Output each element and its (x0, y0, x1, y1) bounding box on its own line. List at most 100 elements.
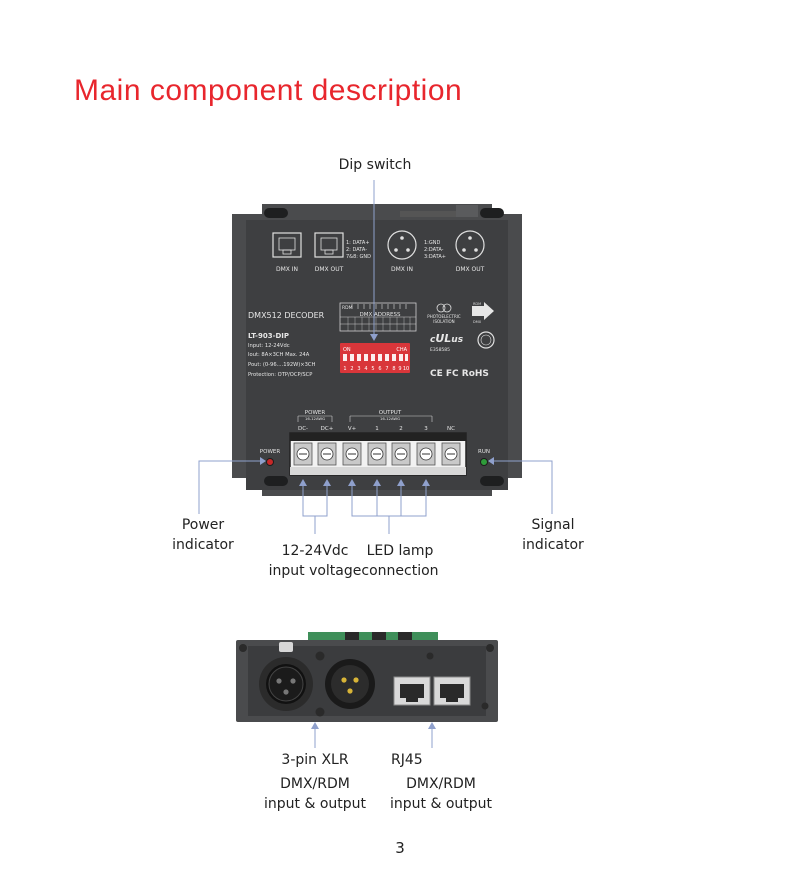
rj45-dmx-out-icon (314, 232, 344, 258)
dip-number: 9 (398, 366, 401, 372)
dmx-arrow-label: DMX (473, 320, 482, 324)
xlr-dmx-out-label: DMX OUT (456, 266, 485, 273)
spec-protection: Protection: OTP/OCP/SCP (248, 372, 312, 378)
xlr-female-connector[interactable] (259, 642, 313, 711)
rdm-label: RDM (342, 305, 353, 311)
dip-on-label: ON (343, 347, 351, 353)
callout-line: DMX/RDM (280, 776, 350, 792)
cert-marks: CE FC RoHS (430, 369, 489, 379)
device-side-view (236, 632, 498, 722)
input-voltage-callout: 12-24Vdc input voltage (255, 541, 375, 581)
signal-indicator-callout: Signal indicator (500, 515, 606, 555)
callout-line: indicator (522, 537, 584, 553)
warranty-badge-icon (477, 331, 495, 349)
spec-input: Input: 12-24Vdc (248, 343, 290, 349)
xlr-dmx-in-label: DMX IN (391, 266, 413, 273)
terminal-label-v-plus: V+ (348, 426, 357, 432)
top-connector-stub (456, 205, 478, 217)
power-led (266, 458, 274, 466)
warranty-badge-inner (480, 334, 492, 346)
dip-number: 7 (385, 366, 388, 372)
xlr-pin-3: 3:DATA+ (424, 254, 446, 260)
dip-number: 4 (364, 366, 367, 372)
callout-line: input & output (389, 796, 492, 812)
terminal-label-nc: NC (447, 426, 455, 432)
rj45-dmx-out-label: DMX OUT (315, 266, 344, 273)
dip-switch-callout: Dip switch (338, 157, 412, 173)
rj45-callout: RJ45 DMX/RDM input & output (376, 750, 506, 814)
output-awg-label: 16-12AWG (380, 416, 400, 421)
terminal-block[interactable] (289, 432, 467, 476)
dip-number: 10 (403, 366, 409, 372)
run-led-label: RUN (478, 449, 490, 455)
dip-switch[interactable] (340, 343, 410, 373)
callout-line: input voltage (268, 563, 362, 579)
dip-number: 1 (343, 366, 346, 372)
device-front-view: DMX IN DMX OUT 1: DATA+ 2: DATA- 7&8: GN… (232, 204, 522, 496)
callout-line: Power (181, 517, 225, 533)
callout-line: indicator (172, 537, 234, 553)
power-led-label: POWER (260, 449, 281, 455)
dip-number: 3 (357, 366, 360, 372)
dip-number: 8 (392, 366, 395, 372)
dip-cha-label: CHA (396, 347, 407, 353)
output-bracket (349, 415, 433, 422)
terminal-label-3: 3 (424, 426, 428, 432)
spec-pout: Pout: (0-96....192W)×3CH (248, 362, 316, 368)
terminal-label-2: 2 (399, 426, 403, 432)
pcb-component (398, 632, 412, 640)
top-edge-detail (400, 211, 456, 217)
dip-number: 5 (371, 366, 374, 372)
mounting-slot (264, 476, 288, 486)
xlr-pin-2: 2:DATA- (424, 247, 444, 253)
rj45-pin-2: 2: DATA- (346, 247, 367, 253)
page-number: 3 (395, 839, 405, 857)
device-model: LT-903-DIP (248, 332, 289, 340)
rdm-arrow-label: RDM (473, 302, 481, 306)
rdm-dmx-arrow-icon (472, 302, 494, 320)
xlr-pin-1: 1:GND (424, 240, 440, 246)
page-title: Main component description (74, 74, 463, 107)
terminal-label-1: 1 (375, 426, 379, 432)
xlr-callout: 3-pin XLR DMX/RDM input & output (250, 750, 380, 814)
xlr-in-icon (387, 230, 417, 260)
power-group-label: POWER (305, 410, 326, 416)
dmx-address-label: DMX ADDRESS (359, 312, 401, 318)
mounting-slot (264, 208, 288, 218)
callout-line: Signal (531, 517, 575, 533)
led-lamp-callout: LED lamp connection (345, 541, 455, 581)
terminal-label-dc-plus: DC+ (321, 426, 334, 432)
run-led (480, 458, 488, 466)
callout-lines-side (311, 722, 436, 748)
mounting-slot (480, 208, 504, 218)
ul-logo: cULus (430, 332, 464, 345)
address-marks (351, 304, 407, 309)
terminal-label-dc-minus: DC- (298, 426, 308, 432)
output-group-label: OUTPUT (379, 410, 402, 416)
photo-isolation-line2: ISOLATION (433, 319, 454, 324)
dmx-address-table (339, 302, 417, 332)
dip-number: 2 (350, 366, 353, 372)
spec-iout: Iout: 8A×3CH Max. 24A (248, 352, 310, 358)
power-indicator-callout: Power indicator (150, 515, 256, 555)
photoelectric-isolation-icon (436, 303, 452, 313)
callout-line: 12-24Vdc (281, 543, 349, 559)
power-awg-label: 16-12AWG (305, 416, 325, 421)
rj45-dmx-in-icon (272, 232, 302, 258)
cert-code: E358585 (430, 347, 450, 353)
rj45-pin-3: 7&8: GND (346, 254, 371, 260)
callout-lines-front (198, 180, 553, 534)
callout-line: RJ45 (391, 752, 423, 768)
pcb-component (372, 632, 386, 640)
callout-line: 3-pin XLR (281, 752, 349, 768)
power-bracket (297, 415, 333, 422)
callout-line: LED lamp (366, 543, 434, 559)
dip-number: 6 (378, 366, 381, 372)
rj45-pin-1: 1: DATA+ (346, 240, 370, 246)
xlr-out-icon (455, 230, 485, 260)
callout-line: DMX/RDM (406, 776, 476, 792)
rj45-port[interactable] (433, 676, 471, 706)
rj45-dmx-in-label: DMX IN (276, 266, 298, 273)
rj45-port[interactable] (393, 676, 431, 706)
xlr-male-connector[interactable] (325, 659, 375, 709)
